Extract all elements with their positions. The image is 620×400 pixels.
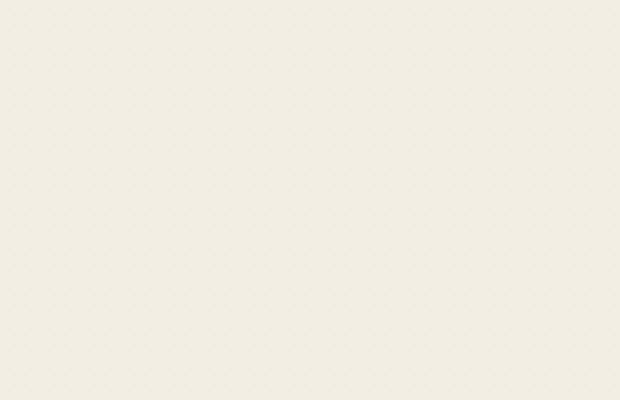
schematic-canvas[interactable]: [0, 0, 620, 400]
schematic-svg[interactable]: [0, 0, 620, 400]
